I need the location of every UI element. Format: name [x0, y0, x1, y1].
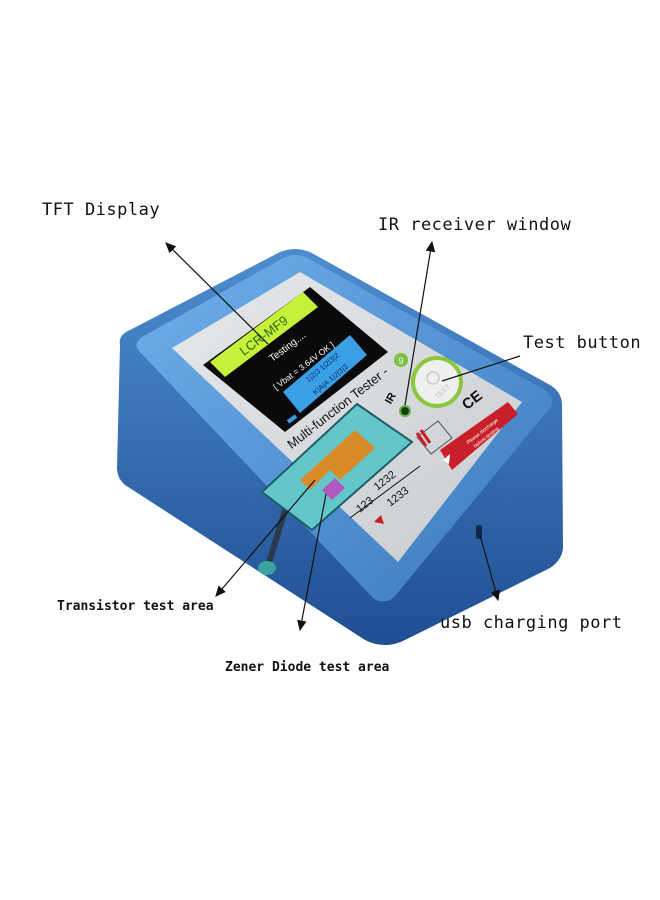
zener-area-arrow	[297, 493, 327, 632]
mode-badge-text: 9	[398, 356, 403, 366]
label-zener-area: Zener Diode test area	[225, 660, 390, 675]
test-button[interactable]: TEST	[411, 356, 463, 408]
ir-receiver-arrow	[404, 240, 436, 406]
tft-display-arrow	[165, 242, 269, 345]
label-test-button: Test button	[523, 333, 642, 353]
tft-screen: LCR-MF9 Testing.... [ Vbat = 3.64V OK ] …	[203, 287, 388, 432]
mode-badge	[394, 353, 408, 367]
warning-triangle-icon	[443, 454, 450, 464]
power-icon	[426, 371, 440, 385]
ir-label: IR	[383, 391, 399, 407]
label-ir-receiver: IR receiver window	[378, 215, 572, 235]
transistor-contacts	[300, 430, 375, 490]
zener-diode-contacts	[322, 478, 345, 500]
transistor-area-arrow	[215, 479, 316, 597]
screen-progress-bar	[286, 414, 298, 424]
ir-receiver-window	[399, 405, 411, 417]
usb-port-arrow	[479, 534, 501, 602]
label-usb-port: usb charging port	[440, 613, 623, 633]
socket-lever[interactable]	[258, 561, 276, 575]
label-tft-display: TFT Display	[42, 200, 161, 220]
test-button-arrow	[441, 355, 521, 382]
diode-symbol-icon	[374, 515, 384, 524]
capacitor-symbol-icon	[415, 420, 453, 455]
label-transistor-area: Transistor test area	[57, 599, 214, 614]
